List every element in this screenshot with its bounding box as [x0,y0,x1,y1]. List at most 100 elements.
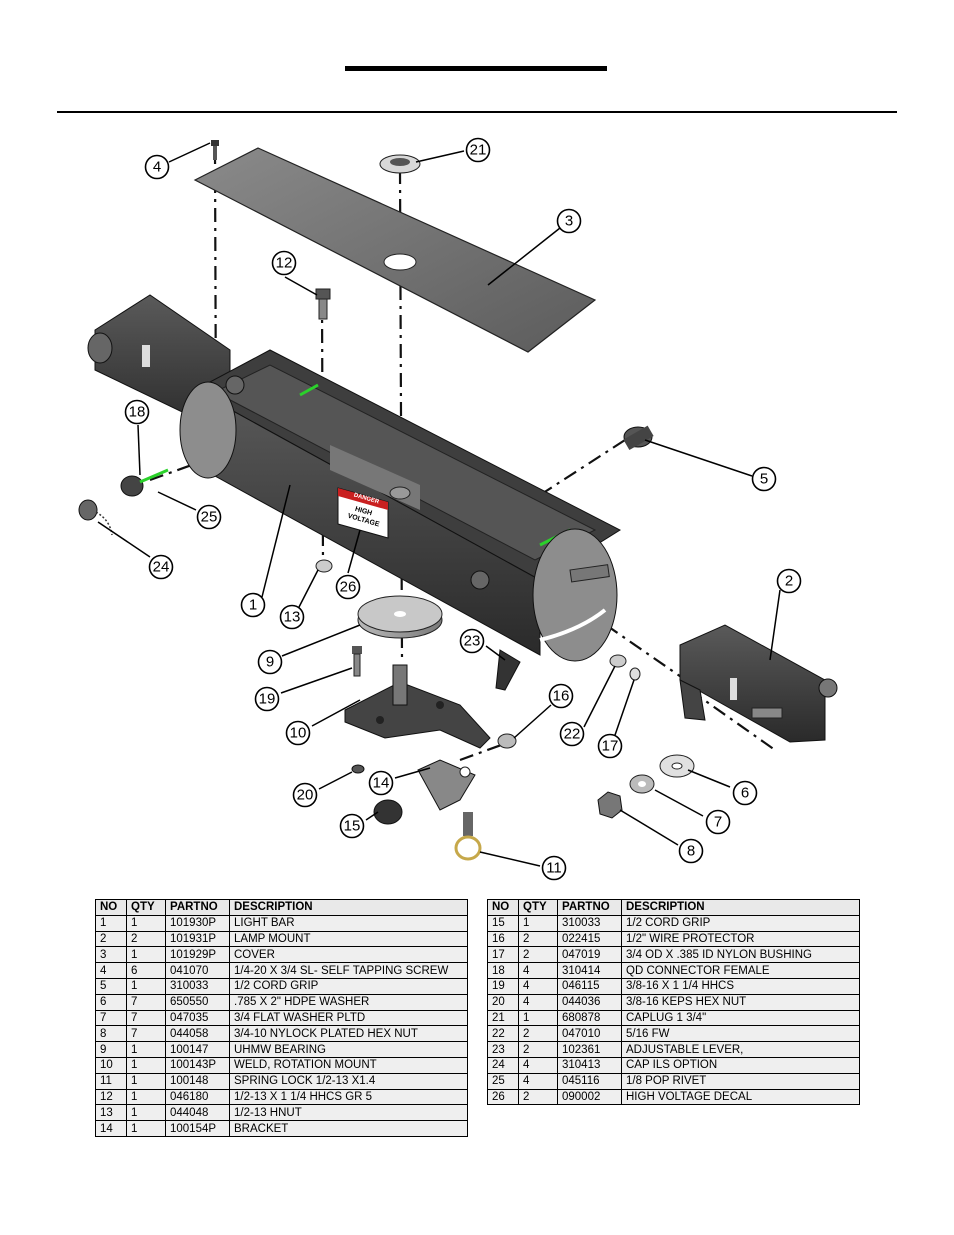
callout-19: 19 [254,686,280,712]
high-voltage-decal: DANGER HIGH VOLTAGE [337,487,389,539]
cell-partno: 102361 [557,1041,622,1058]
callout-17: 17 [597,733,623,759]
cell-no: 3 [95,946,127,964]
cell-description: 3/8-16 X 1 1/4 HHCS [621,977,860,995]
cell-no: 10 [95,1056,127,1074]
cell-qty: 7 [126,1009,166,1027]
col-qty: QTY [518,899,558,916]
svg-text:8: 8 [687,843,695,860]
cell-qty: 6 [126,962,166,979]
cell-qty: 2 [518,1088,558,1106]
callout-2: 2 [776,568,802,594]
cell-no: 21 [487,1009,519,1027]
decal-line-2: HIGH [354,506,373,518]
col-description: DESCRIPTION [229,899,468,916]
svg-text:14: 14 [373,775,390,792]
cell-partno: 041070 [165,962,230,979]
callout-26: 26 [335,574,361,600]
cell-no: 20 [487,993,519,1011]
cell-description: .785 X 2" HDPE WASHER [229,993,468,1011]
cell-partno: 046115 [557,977,622,995]
cell-partno: 310414 [557,962,622,979]
cell-no: 11 [95,1072,127,1090]
cell-partno: 044048 [165,1104,230,1122]
cell-qty: 2 [518,946,558,964]
callout-11: 11 [541,855,567,881]
cell-qty: 2 [126,930,166,948]
svg-text:21: 21 [470,142,487,159]
svg-text:23: 23 [464,633,481,650]
callout-1: 1 [240,592,266,618]
table-header-row: NO QTY PARTNO DESCRIPTION [95,899,468,916]
cell-description: 1/2 CORD GRIP [621,914,860,932]
cell-no: 8 [95,1025,127,1043]
uhmw-bearing [357,595,443,639]
cell-no: 5 [95,977,127,995]
cell-description: 3/4 FLAT WASHER PLTD [229,1009,468,1027]
cell-no: 13 [95,1104,127,1122]
svg-text:20: 20 [297,787,314,804]
svg-text:5: 5 [760,471,768,488]
callout-22: 22 [559,721,585,747]
svg-text:25: 25 [201,509,218,526]
callout-5: 5 [751,466,777,492]
table-header-row: NO QTY PARTNO DESCRIPTION [487,899,860,916]
col-qty: QTY [126,899,166,916]
cell-qty: 1 [126,946,166,964]
cell-no: 22 [487,1025,519,1043]
cell-description: CAP ILS OPTION [621,1056,860,1074]
cell-partno: 310033 [165,977,230,995]
callout-16: 16 [548,683,574,709]
callout-4: 4 [144,154,170,180]
washer-nut-stack [597,754,695,819]
cell-no: 24 [487,1056,519,1074]
cell-partno: 047010 [557,1025,622,1043]
cell-qty: 1 [518,1009,558,1027]
cell-description: UHMW BEARING [229,1041,468,1058]
svg-text:15: 15 [344,818,361,835]
cell-no: 23 [487,1041,519,1058]
small-hardware [78,468,641,861]
callout-14: 14 [368,770,394,796]
cell-no: 1 [95,914,127,932]
cell-partno: 100148 [165,1072,230,1090]
svg-text:3: 3 [565,213,573,230]
svg-text:4: 4 [153,159,161,176]
cell-qty: 4 [518,962,558,979]
svg-text:13: 13 [284,609,301,626]
header-rule [57,111,897,113]
cell-description: LIGHT BAR [229,914,468,932]
callouts: 1 2 3 4 5 6 7 8 9 10 11 12 13 14 15 16 1… [124,137,802,881]
cell-qty: 4 [518,1072,558,1090]
cell-no: 12 [95,1088,127,1106]
rotation-mount [344,664,491,749]
cell-partno: 046180 [165,1088,230,1106]
cell-partno: 047019 [557,946,622,964]
cell-qty: 1 [126,1120,166,1137]
cell-qty: 4 [518,1056,558,1074]
cell-no: 2 [95,930,127,948]
svg-text:2: 2 [785,573,793,590]
callout-24: 24 [148,554,174,580]
cell-partno: 100143P [165,1056,230,1074]
svg-text:11: 11 [546,860,562,877]
cell-partno: 101930P [165,914,230,932]
cell-qty: 1 [126,1041,166,1058]
cover-plate [193,147,597,353]
cell-partno: 100147 [165,1041,230,1058]
cell-qty: 1 [126,1088,166,1106]
